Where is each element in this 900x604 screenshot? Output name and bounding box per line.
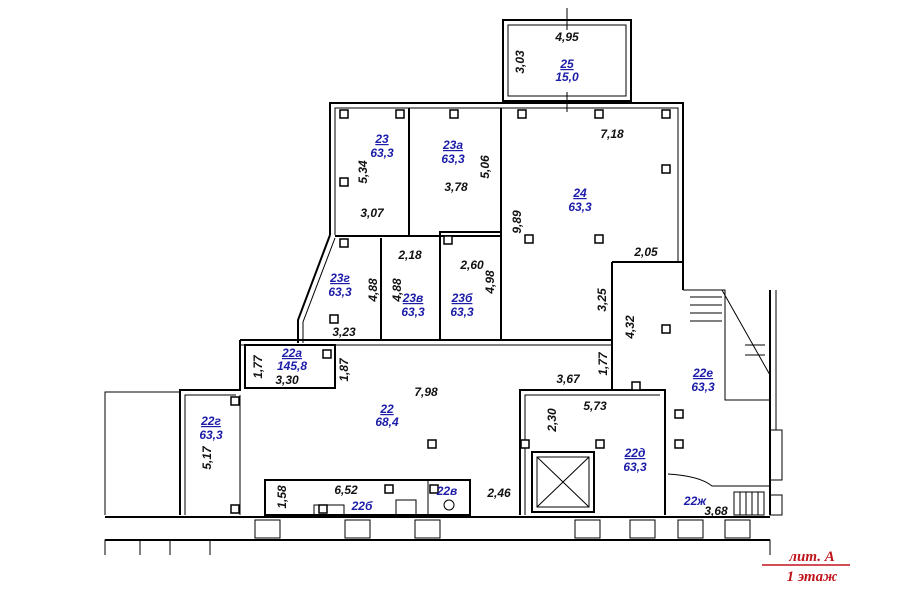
dimension: 4,88: [366, 278, 380, 303]
columns: [230, 109, 684, 514]
room-area: 145,8: [277, 359, 307, 373]
room-area: 63,3: [441, 152, 465, 166]
dimension: 4,32: [623, 315, 637, 340]
dimension: 3,68: [704, 504, 728, 518]
dimension: 5,73: [583, 399, 607, 413]
room-area: 63,3: [450, 305, 474, 319]
room-area: 63,3: [199, 428, 223, 442]
windows: [254, 519, 751, 539]
room-number: 23в: [402, 291, 424, 305]
room-number: 22ж: [683, 494, 707, 508]
room-number: 22в: [436, 484, 458, 498]
room-area: 63,3: [370, 146, 394, 160]
dimension: 1,58: [275, 485, 289, 509]
stamp-line1: лит. А: [788, 549, 834, 565]
dimension: 4,95: [554, 30, 579, 44]
dimension: 4,98: [483, 270, 497, 295]
stairs-upper: [690, 289, 771, 376]
room-area: 63,3: [691, 380, 715, 394]
dimension: 3,03: [513, 50, 527, 74]
room-number: 24: [572, 186, 587, 200]
room-area: 15,0: [555, 70, 579, 84]
dimension: 3,78: [444, 180, 468, 194]
dimension: 7,98: [414, 385, 438, 399]
room-number: 22г: [200, 414, 221, 428]
dimension-labels: 4,95 3,03 7,18 5,34 3,07 5,06 3,78 9,89 …: [200, 30, 728, 518]
room-number: 23б: [451, 291, 473, 305]
room-area: 63,3: [401, 305, 425, 319]
room-labels: 25 15,0 23 63,3 23а 63,3 24 63,3 23г 63,…: [199, 57, 715, 513]
dimension: 3,25: [595, 288, 609, 312]
drawing-stamp: лит. А 1 этаж: [762, 549, 850, 585]
stairs-lower: [733, 491, 765, 516]
room-area: 68,4: [375, 415, 399, 429]
stamp-line2: 1 этаж: [787, 569, 838, 585]
dimension: 3,67: [556, 372, 581, 386]
dimension: 1,77: [251, 354, 265, 379]
room-area: 63,3: [623, 460, 647, 474]
dimension: 1,77: [596, 351, 610, 376]
dimension: 2,18: [397, 248, 422, 262]
dimension: 2,05: [633, 245, 658, 259]
dimension: 3,07: [360, 206, 385, 220]
room-number: 23: [374, 132, 389, 146]
room-area: 63,3: [568, 200, 592, 214]
dimension: 1,87: [337, 357, 351, 382]
dimension: 5,34: [356, 160, 370, 184]
dimension: 6,52: [334, 483, 358, 497]
room-number: 23а: [442, 138, 463, 152]
room-area: 63,3: [328, 285, 352, 299]
room-number: 22а: [281, 346, 302, 360]
dimension: 5,06: [478, 155, 492, 179]
room-number: 22д: [624, 446, 646, 460]
dimension: 7,18: [600, 127, 624, 141]
dimension: 2,60: [459, 258, 484, 272]
dimension: 4,88: [390, 278, 404, 303]
walls: [104, 8, 783, 555]
room-number: 23г: [329, 271, 350, 285]
dimension: 3,30: [275, 373, 299, 387]
dimension: 2,30: [545, 408, 559, 433]
room-number: 22: [379, 402, 394, 416]
room-number: 22е: [692, 366, 713, 380]
room-number: 25: [559, 57, 574, 71]
dimension: 5,17: [200, 445, 214, 470]
dimension: 3,23: [332, 325, 356, 339]
room-number: 22б: [351, 499, 373, 513]
dimension: 9,89: [510, 210, 524, 234]
dimension: 2,46: [486, 486, 511, 500]
